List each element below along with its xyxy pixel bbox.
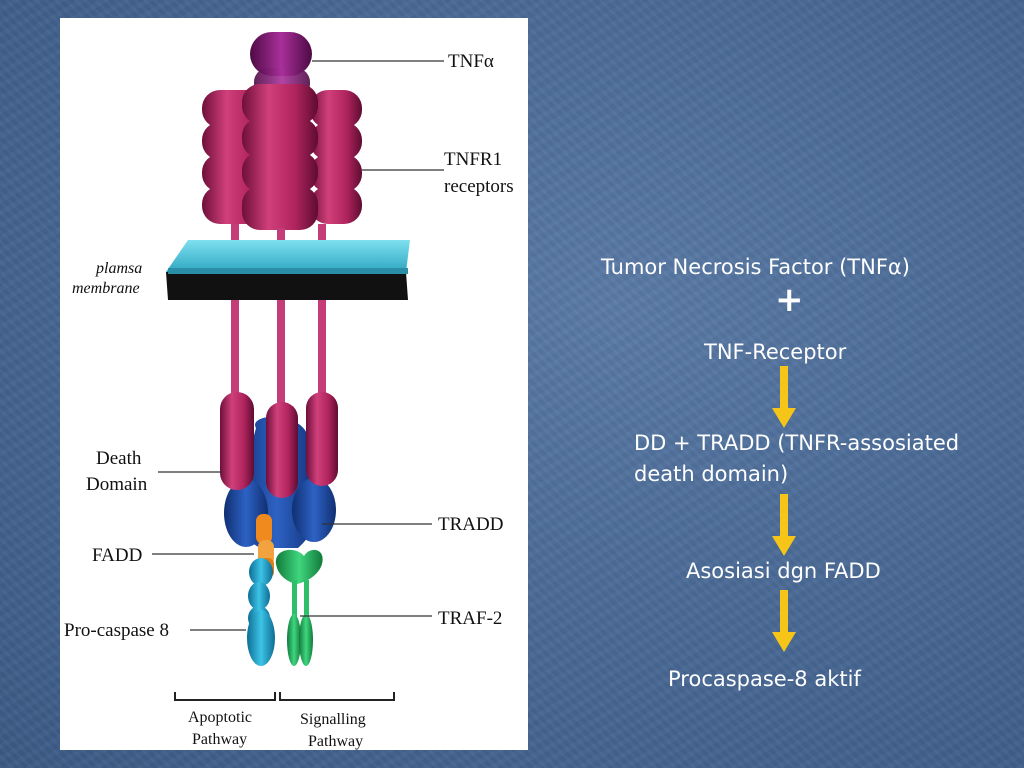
label-fadd: FADD [92, 545, 142, 566]
label-receptors: receptors [444, 176, 514, 197]
tnfr1-receptors [202, 84, 362, 262]
plasma-membrane [166, 240, 410, 300]
label-traf2: TRAF-2 [438, 608, 502, 629]
label-domain: Domain [86, 474, 148, 495]
pathway-diagram: TNFα TNFR1 receptors plamsa membrane Dea… [64, 32, 514, 750]
flow-step-receptor: TNF-Receptor [704, 340, 847, 364]
flow-step-procaspase: Procaspase-8 aktif [668, 667, 861, 691]
label-membrane-line2: membrane [72, 280, 140, 297]
label-tnfa: TNFα [448, 51, 494, 72]
flow-step-tnf: Tumor Necrosis Factor (TNFα) [601, 255, 910, 279]
flow-step-fadd: Asosiasi dgn FADD [686, 559, 881, 583]
tnf-pathway-illustration: TNFα TNFR1 receptors plamsa membrane Dea… [60, 18, 528, 750]
flow-arrow-down-3-icon [772, 590, 796, 652]
label-signalling: Signalling [300, 711, 366, 728]
flow-arrow-down-2-icon [772, 494, 796, 556]
traf2-protein [275, 549, 323, 666]
pathway-brackets [174, 692, 395, 701]
procaspase-8-protein [247, 558, 275, 666]
label-apoptotic: Apoptotic [188, 709, 252, 726]
flow-plus-sign: + [775, 280, 804, 320]
flow-step-dd-tradd-line1: DD + TRADD (TNFR-assosiated [634, 431, 960, 455]
label-signalling-pathway: Pathway [308, 733, 363, 750]
death-domain [220, 392, 338, 498]
label-tradd: TRADD [438, 514, 503, 535]
receptor-stalks [231, 300, 326, 410]
label-leader-lines [152, 60, 444, 631]
label-death: Death [96, 448, 142, 469]
label-apoptotic-pathway: Pathway [192, 731, 247, 748]
flow-arrow-down-1-icon [772, 366, 796, 428]
label-tnfr1: TNFR1 [444, 149, 502, 170]
label-membrane-line1: plamsa [95, 260, 142, 277]
label-procaspase: Pro-caspase 8 [64, 620, 169, 641]
flow-step-dd-tradd-line2: death domain) [634, 462, 789, 486]
